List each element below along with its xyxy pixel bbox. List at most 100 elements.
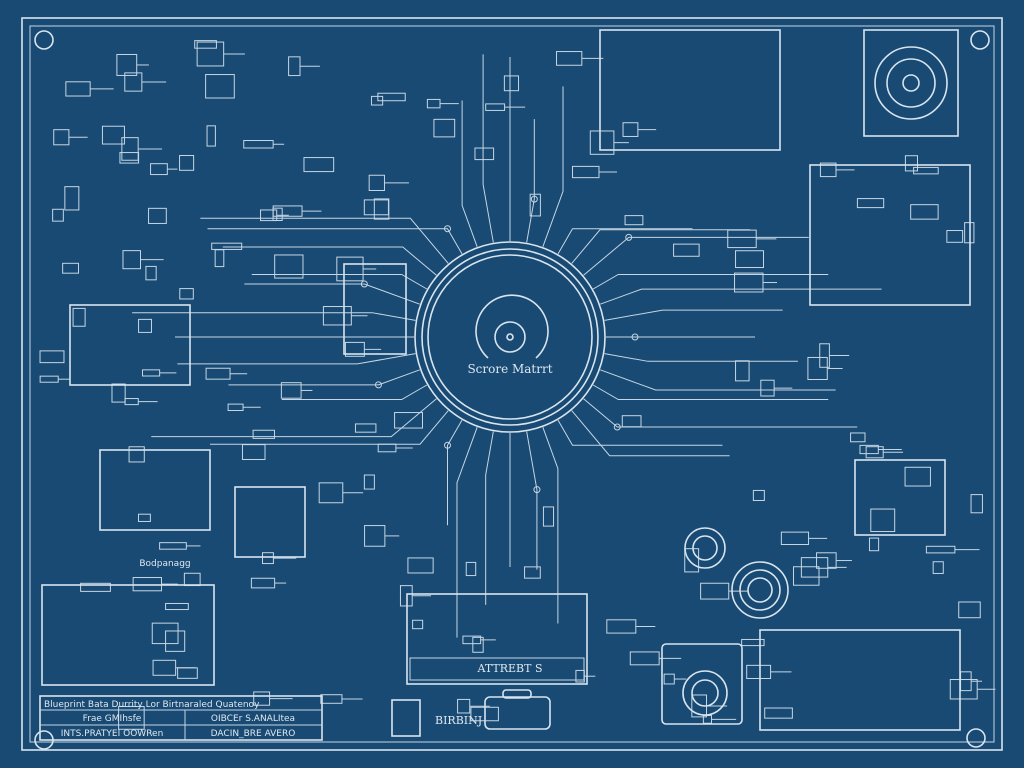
trace	[482, 54, 494, 243]
component	[364, 525, 386, 547]
component	[673, 243, 700, 257]
title-block-cell: DACIN_BRE AVERO	[211, 729, 296, 739]
component	[165, 630, 186, 652]
component	[118, 706, 145, 730]
component	[119, 152, 140, 164]
trace-node	[613, 423, 621, 431]
coil-component	[661, 527, 789, 725]
component	[205, 367, 231, 380]
component	[970, 494, 983, 514]
component	[303, 157, 335, 173]
attributes-panel: ATTREBT S BIRBINJ	[391, 593, 588, 737]
component	[65, 81, 91, 97]
trace	[251, 274, 428, 290]
component	[52, 208, 64, 222]
trace	[600, 369, 836, 391]
component	[727, 229, 757, 249]
central-hub: Scrore Matrrt	[414, 241, 606, 433]
trace	[604, 309, 783, 321]
component	[241, 444, 266, 460]
component	[80, 582, 111, 592]
component	[457, 698, 471, 714]
component	[336, 256, 364, 282]
component	[194, 40, 217, 49]
component	[250, 577, 276, 589]
trace	[592, 274, 829, 290]
component	[868, 537, 880, 552]
component	[524, 566, 541, 579]
module	[809, 164, 971, 306]
component	[101, 125, 125, 145]
component	[211, 242, 243, 250]
component	[426, 98, 441, 109]
component	[132, 577, 162, 592]
trace-node	[360, 280, 368, 288]
title-block-cell: INTS.PRATYEI OOWRen	[61, 729, 164, 739]
component	[318, 482, 344, 504]
component	[111, 383, 126, 403]
component	[148, 207, 167, 224]
trace	[228, 369, 420, 386]
module	[99, 449, 211, 531]
component	[165, 602, 189, 611]
component	[124, 398, 139, 406]
component	[252, 429, 276, 439]
component	[629, 651, 660, 666]
component	[542, 506, 555, 527]
component	[589, 130, 615, 155]
component	[622, 122, 639, 137]
component	[735, 360, 750, 382]
component	[206, 125, 216, 147]
title-block-cell: OIBCEr S.ANALItea	[211, 714, 295, 724]
trace	[526, 119, 535, 243]
component	[377, 92, 406, 102]
component	[368, 174, 385, 191]
trace	[557, 419, 723, 446]
component	[949, 679, 978, 700]
component	[394, 412, 424, 429]
component	[373, 198, 390, 220]
trace	[542, 427, 559, 624]
component	[856, 198, 885, 209]
component	[227, 403, 244, 411]
center-label: Scrore Matrrt	[467, 362, 552, 376]
component	[128, 446, 145, 463]
component	[122, 250, 141, 270]
component	[177, 667, 198, 679]
component	[741, 638, 765, 647]
panel-label: ATTREBT S	[477, 662, 543, 675]
trace	[557, 228, 693, 255]
component	[183, 572, 201, 587]
component	[150, 163, 168, 176]
component	[354, 423, 377, 433]
trace	[456, 427, 478, 638]
trace	[571, 229, 750, 264]
trace	[485, 431, 494, 605]
component	[624, 215, 644, 226]
component	[621, 415, 642, 428]
component	[734, 272, 764, 293]
side-label: Bodpanagg	[139, 559, 190, 569]
trace	[571, 410, 730, 457]
component	[932, 561, 944, 574]
trace-node	[444, 441, 451, 449]
component	[472, 636, 484, 653]
circuit-traces	[132, 54, 882, 638]
trace	[132, 312, 416, 321]
title-block: Blueprint Bata Durrity Lor Birtnaraled Q…	[39, 559, 323, 741]
trace	[244, 283, 420, 305]
module	[343, 263, 407, 355]
module	[234, 486, 306, 558]
component	[503, 75, 520, 92]
component	[816, 552, 837, 569]
component	[700, 582, 730, 600]
component	[62, 262, 80, 274]
component	[752, 489, 765, 501]
module	[599, 29, 781, 151]
component	[138, 318, 152, 333]
component	[205, 74, 235, 99]
trace	[447, 419, 463, 526]
component	[214, 249, 225, 268]
trace	[461, 100, 478, 247]
component	[958, 601, 981, 619]
